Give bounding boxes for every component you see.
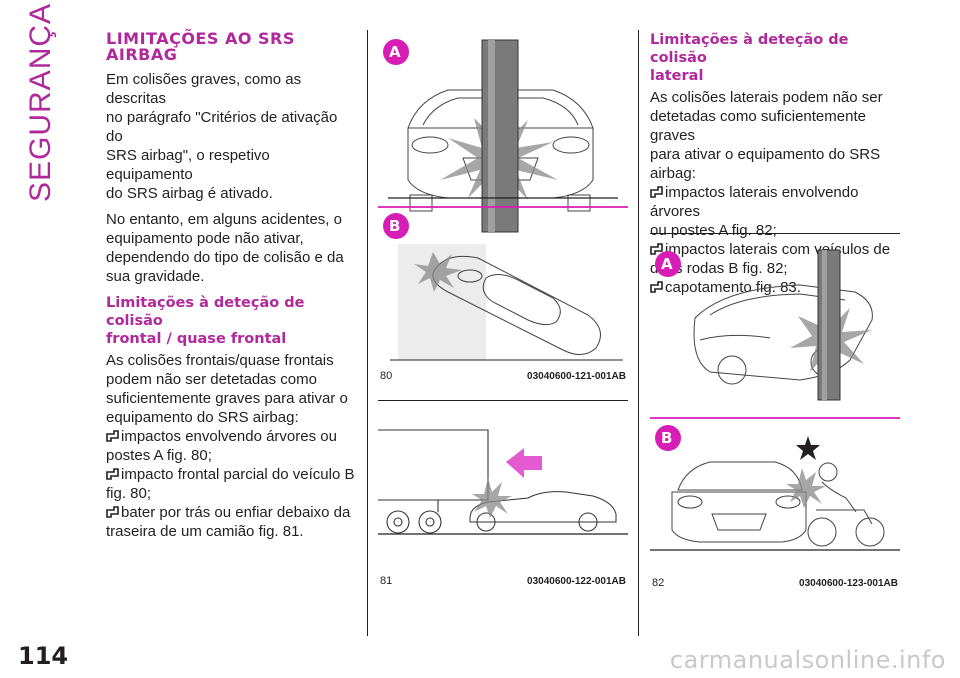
label-b-text: B: [661, 429, 673, 447]
section-tab-label: SEGURANÇA: [24, 2, 57, 202]
truck-illustration: [378, 429, 489, 534]
page-number: 114: [18, 642, 69, 670]
impact-burst-icon: [786, 468, 826, 508]
car-front-small-illustration: [671, 461, 807, 543]
main-heading-line: LIMITAÇÕES AO SRS: [106, 29, 295, 48]
bullet-icon: [650, 186, 663, 198]
subheading-line: Limitações à deteção de colisão: [650, 32, 849, 66]
figure-number: 81: [380, 575, 393, 587]
figure-80: A B 80 03040600-121-001AB: [378, 30, 628, 385]
paragraph: As colisões frontais/quase frontais pode…: [106, 351, 356, 427]
column-divider: [638, 30, 639, 636]
figure-82-illustration: [650, 249, 900, 551]
pole: [817, 249, 841, 401]
figure-divider: [378, 400, 628, 401]
main-heading-line: AIRBAG: [106, 45, 178, 64]
paragraph: Em colisões graves, como as descritas no…: [106, 70, 356, 203]
text-line: capotamento fig. 83.: [665, 279, 801, 296]
bullet-icon: [650, 281, 663, 293]
text-line: duas rodas B fig. 82;: [650, 260, 788, 277]
text-line: No entanto, em alguns acidentes, o: [106, 211, 342, 228]
text-line: ou postes A fig. 82;: [650, 222, 777, 239]
label-a-text: A: [661, 255, 673, 273]
star-icon: [796, 436, 820, 460]
text-line: equipamento do SRS airbag:: [106, 409, 299, 426]
bullet-item: capotamento fig. 83.: [650, 278, 900, 297]
subheading-lateral: Limitações à deteção de colisão lateral: [650, 31, 900, 85]
figure-divider: [650, 233, 900, 234]
car-side-illustration: [469, 491, 617, 532]
car-top-illustration: [432, 255, 601, 355]
right-column: Limitações à deteção de colisão lateral …: [650, 31, 900, 297]
figure-81: 81 03040600-122-001AB: [378, 410, 628, 590]
pole: [481, 39, 519, 233]
figure-code: 03040600-121-001AB: [527, 371, 626, 382]
text-line: suficientemente graves para ativar o: [106, 390, 348, 407]
left-column: LIMITAÇÕES AO SRS AIRBAG Em colisões gra…: [106, 31, 356, 541]
figure-number: 82: [652, 577, 665, 589]
text-line: airbag:: [650, 165, 696, 182]
text-line: Em colisões graves, como as descritas: [106, 71, 302, 107]
text-line: fig. 80;: [106, 485, 152, 502]
text-line: traseira de um camião fig. 81.: [106, 523, 304, 540]
bullet-icon: [650, 243, 663, 255]
bullet-icon: [106, 506, 119, 518]
paragraph: No entanto, em alguns acidentes, o equip…: [106, 210, 356, 286]
text-line: detetadas como suficientemente graves: [650, 108, 866, 144]
text-line: no parágrafo "Critérios de ativação do: [106, 109, 338, 145]
column-divider: [367, 30, 368, 636]
bullet-item: impactos envolvendo árvores ou postes A …: [106, 427, 356, 465]
text-line: impactos laterais envolvendo árvores: [650, 184, 859, 220]
label-b-text: B: [389, 217, 401, 235]
subheading-line: lateral: [650, 68, 704, 84]
text-line: dependendo do tipo de colisão e da: [106, 249, 344, 266]
bullet-item: impactos laterais envolvendo árvores ou …: [650, 183, 900, 240]
text-line: impactos envolvendo árvores ou: [121, 428, 337, 445]
text-line: podem não ser detetadas como: [106, 371, 317, 388]
subheading-line: frontal / quase frontal: [106, 331, 287, 347]
subheading-frontal: Limitações à deteção de colisão frontal …: [106, 294, 356, 348]
figure-code: 03040600-123-001AB: [799, 578, 898, 589]
text-line: As colisões laterais podem não ser: [650, 89, 883, 106]
watermark: carmanualsonline.info: [669, 646, 946, 674]
figure-81-illustration: [378, 429, 628, 535]
text-line: SRS airbag", o respetivo equipamento: [106, 147, 270, 183]
text-line: bater por trás ou enfiar debaixo da: [121, 504, 351, 521]
arrow-icon: [506, 448, 542, 478]
text-line: postes A fig. 80;: [106, 447, 212, 464]
subheading-line: Limitações à deteção de colisão: [106, 295, 305, 329]
figure-82: A B 82 03040600-123-001AB: [650, 240, 900, 600]
impact-burst-icon: [472, 478, 512, 518]
paragraph: As colisões laterais podem não ser detet…: [650, 88, 900, 183]
figure-code: 03040600-122-001AB: [527, 576, 626, 587]
label-a-text: A: [389, 43, 401, 61]
text-line: sua gravidade.: [106, 268, 205, 285]
label-a-badge: [655, 251, 681, 277]
text-line: impacto frontal parcial do veículo B: [121, 466, 355, 483]
main-heading: LIMITAÇÕES AO SRS AIRBAG: [106, 31, 356, 63]
figure-number: 80: [380, 370, 393, 382]
bullet-item: impacto frontal parcial do veículo B fig…: [106, 465, 356, 503]
text-line: do SRS airbag é ativado.: [106, 185, 273, 202]
impact-burst-icon: [414, 252, 462, 292]
bullet-item: bater por trás ou enfiar debaixo da tras…: [106, 503, 356, 541]
text-line: para ativar o equipamento do SRS: [650, 146, 881, 163]
label-a-badge: [383, 39, 409, 65]
label-b-badge: [655, 425, 681, 451]
text-line: As colisões frontais/quase frontais: [106, 352, 334, 369]
figure-80-illustration: [378, 39, 628, 361]
bullet-icon: [106, 468, 119, 480]
label-b-badge: [383, 213, 409, 239]
section-tab: SEGURANÇA: [18, 3, 88, 202]
motorcycle-rider-illustration: [807, 462, 885, 547]
text-line: equipamento pode não ativar,: [106, 230, 304, 247]
bullet-icon: [106, 430, 119, 442]
